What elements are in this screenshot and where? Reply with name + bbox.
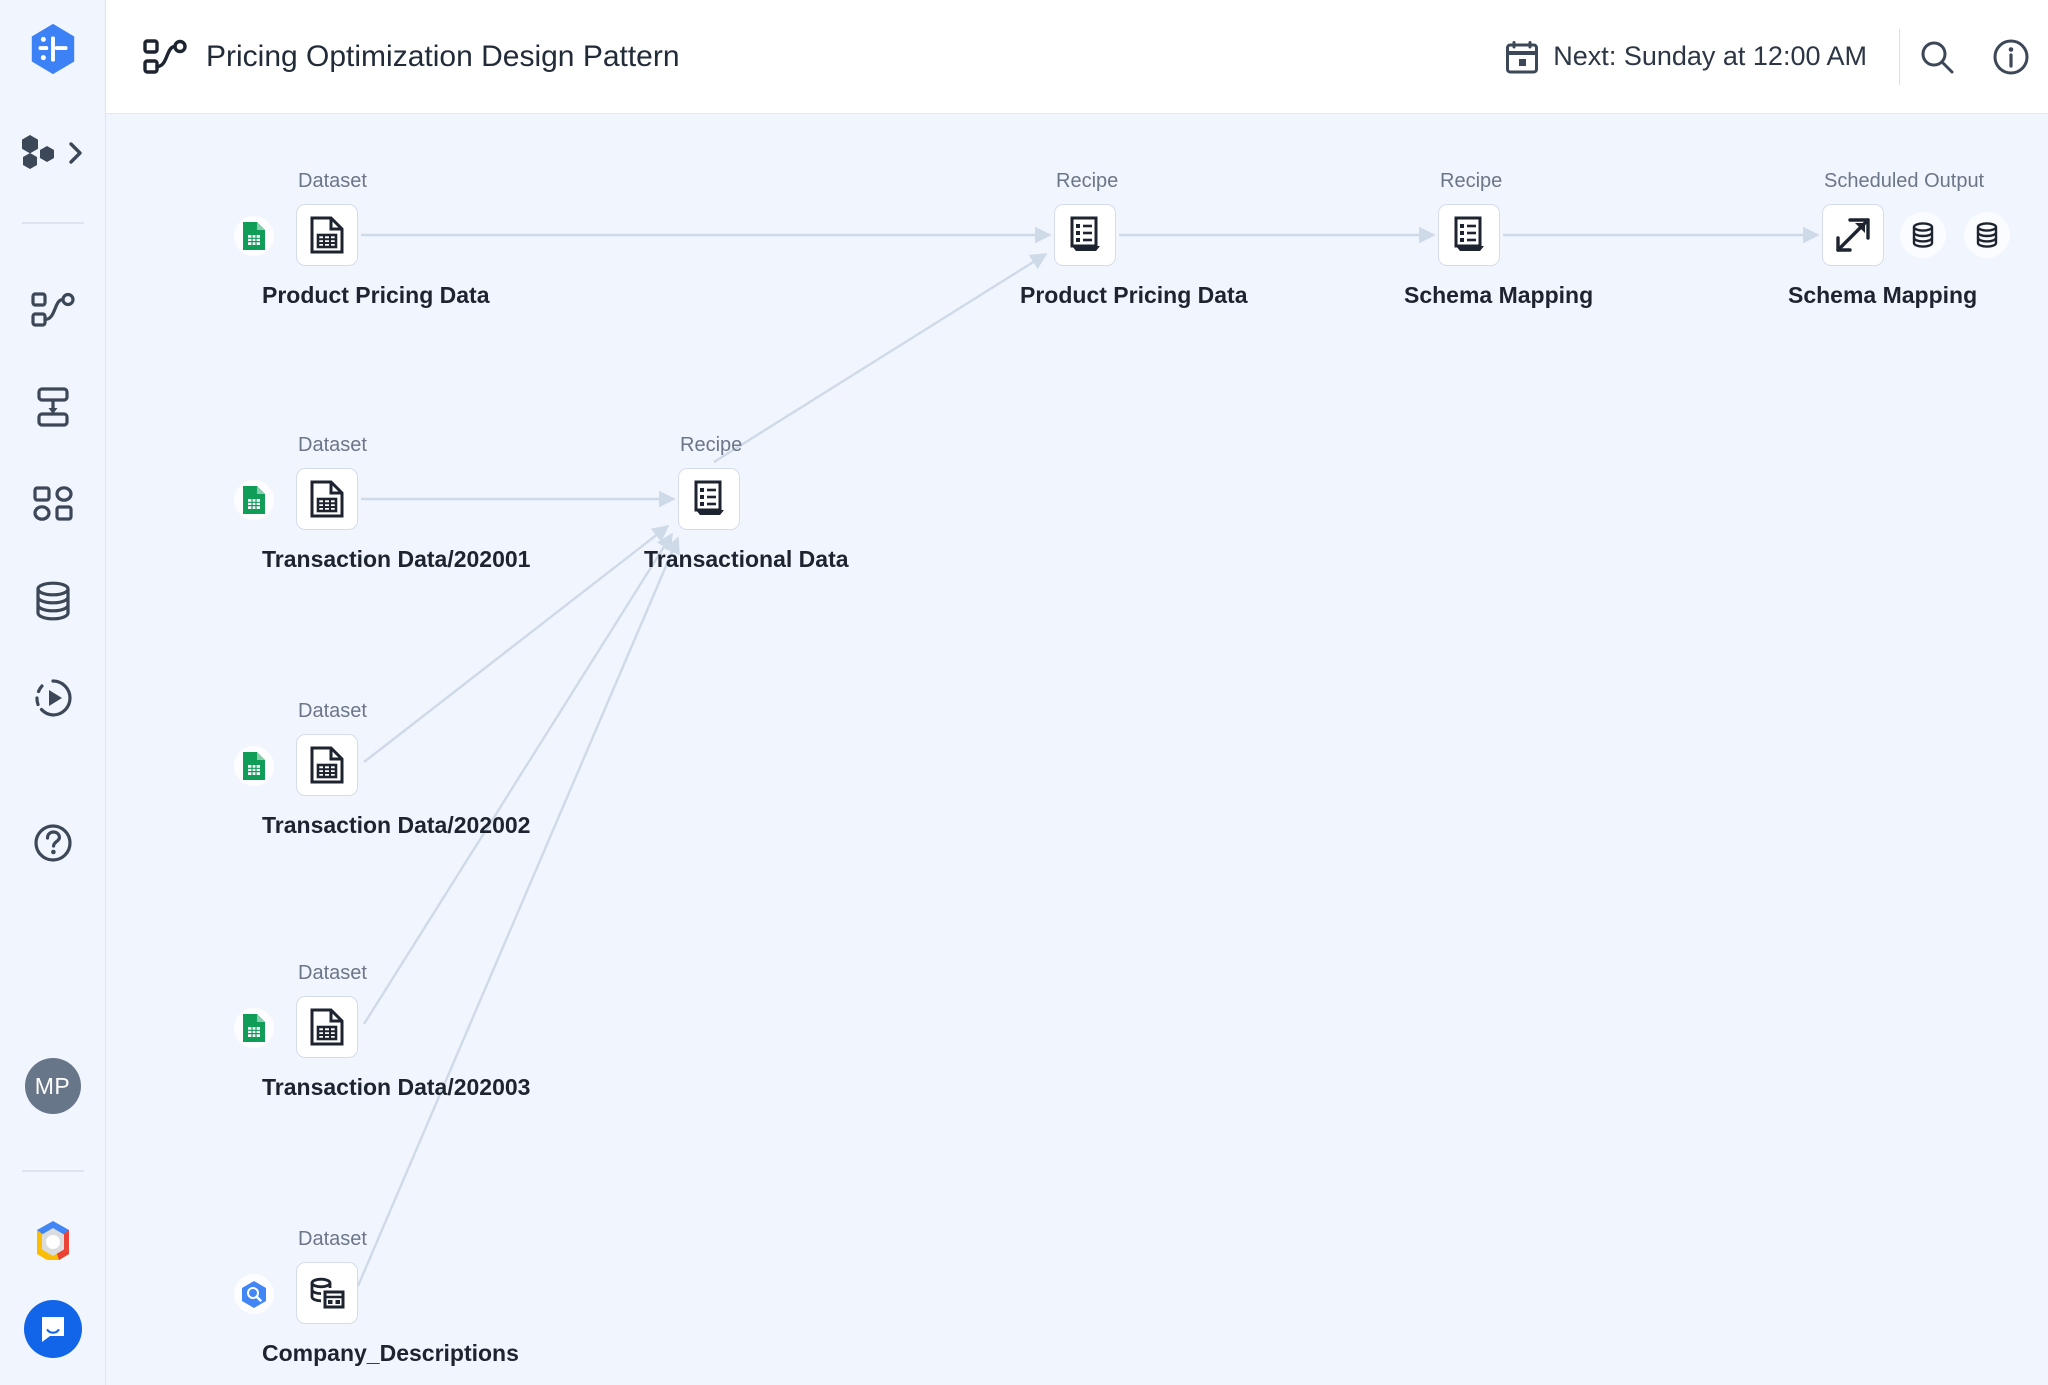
sidebar-item-connections[interactable]	[27, 575, 79, 627]
google-sheets-icon	[234, 216, 274, 256]
dataset-sheet-icon	[310, 480, 344, 518]
dataset-node-button[interactable]	[296, 204, 358, 266]
dataset-node-button[interactable]	[296, 468, 358, 530]
rail-divider-bottom	[21, 1170, 84, 1172]
sidebar-item-plans[interactable]	[27, 478, 79, 530]
google-cloud-logo-icon[interactable]	[29, 1218, 77, 1266]
node-type-label: Dataset	[298, 962, 367, 984]
google-sheets-icon	[234, 746, 274, 786]
database-table-icon	[310, 1277, 345, 1309]
node-type-label: Dataset	[298, 434, 367, 456]
recipe-icon	[1454, 216, 1484, 251]
node-label: Transaction Data/202001	[262, 546, 531, 572]
recipe-icon	[1070, 216, 1100, 251]
info-circle-icon	[1993, 39, 2029, 74]
flow-node: Recipe Pro	[1020, 170, 1247, 308]
left-rail: MP	[0, 0, 106, 1385]
recipe-node-button[interactable]	[1054, 204, 1116, 266]
run-history-icon	[34, 679, 72, 717]
intercom-chat-button[interactable]	[23, 1300, 82, 1358]
arrow-out-icon	[1836, 218, 1870, 252]
node-label: Transaction Data/202002	[262, 812, 531, 838]
sidebar-item-help[interactable]	[27, 817, 79, 869]
flow-node: Dataset	[234, 962, 530, 1100]
node-type-label: Scheduled Output	[1824, 170, 1985, 192]
recipe-icon	[694, 480, 724, 515]
search-button[interactable]	[1900, 20, 1974, 94]
schedule-text: Next: Sunday at 12:00 AM	[1553, 41, 1867, 71]
intercom-chat-icon	[41, 1317, 64, 1342]
flow-pipeline-icon	[30, 292, 75, 327]
node-type-label: Dataset	[298, 170, 367, 192]
project-switcher[interactable]	[0, 130, 105, 176]
database-icon	[35, 581, 70, 621]
recipe-node-button[interactable]	[678, 468, 740, 530]
page-title: Pricing Optimization Design Pattern	[206, 39, 680, 73]
dataset-sheet-icon	[310, 1008, 344, 1046]
rail-nav-list	[27, 284, 79, 869]
node-label: Product Pricing Data	[262, 282, 490, 308]
flow-node: Dataset	[234, 1228, 519, 1366]
node-type-label: Dataset	[298, 700, 367, 722]
avatar[interactable]: MP	[24, 1058, 81, 1114]
project-hexagons-icon	[21, 135, 54, 169]
calendar-icon	[1506, 40, 1539, 73]
chevron-right-icon	[68, 142, 82, 164]
schedule-indicator[interactable]: Next: Sunday at 12:00 AM	[1505, 40, 1899, 74]
dataset-node-button[interactable]	[296, 734, 358, 796]
publish-target-2[interactable]	[1964, 212, 2010, 258]
node-label: Company_Descriptions	[262, 1340, 519, 1366]
flow-node: Dataset	[234, 434, 530, 572]
avatar-initials: MP	[34, 1072, 71, 1099]
google-sheets-icon	[234, 1008, 274, 1048]
flow-node: Scheduled Output	[1788, 170, 2010, 308]
node-type-label: Recipe	[1440, 170, 1503, 192]
flow-pipeline-icon	[143, 38, 187, 74]
node-label: Schema Mapping	[1788, 282, 1978, 308]
scheduled-output-node-button[interactable]	[1822, 204, 1884, 266]
flow-node: Recipe Sch	[1404, 170, 1593, 308]
flow-node: Recipe Tra	[644, 434, 849, 572]
rail-divider-top	[21, 222, 84, 224]
dataprep-hex-logo-icon[interactable]	[24, 20, 82, 78]
import-deploy-icon	[36, 387, 69, 427]
node-label: Product Pricing Data	[1020, 282, 1248, 308]
node-type-label: Recipe	[680, 434, 743, 456]
flow-node: Dataset	[234, 170, 489, 308]
database-icon	[1976, 222, 1998, 248]
top-bar: Pricing Optimization Design Pattern Next…	[106, 0, 2048, 114]
main-area: Pricing Optimization Design Pattern Next…	[106, 0, 2048, 1385]
dataset-sheet-icon	[310, 746, 344, 784]
recipe-node-button[interactable]	[1438, 204, 1500, 266]
node-label: Transaction Data/202003	[262, 1074, 531, 1100]
flow-canvas[interactable]: Dataset	[106, 114, 2048, 1385]
info-button[interactable]	[1974, 20, 2048, 94]
help-question-icon	[33, 824, 72, 862]
dataset-node-button[interactable]	[296, 996, 358, 1058]
publish-target-1[interactable]	[1900, 212, 1946, 258]
sidebar-item-deployments[interactable]	[27, 381, 79, 433]
dataset-node-button[interactable]	[296, 1262, 358, 1324]
grid-apps-icon	[32, 486, 73, 521]
database-icon	[1912, 222, 1934, 248]
bigquery-icon	[234, 1274, 274, 1314]
google-sheets-icon	[234, 480, 274, 520]
node-label: Schema Mapping	[1404, 282, 1594, 308]
dataset-sheet-icon	[310, 216, 344, 254]
node-type-label: Recipe	[1056, 170, 1119, 192]
toolbar-divider	[1899, 28, 1900, 85]
search-icon	[1921, 41, 1954, 73]
sidebar-item-job-history[interactable]	[27, 672, 79, 724]
node-type-label: Dataset	[298, 1228, 367, 1250]
node-label: Transactional Data	[644, 546, 849, 572]
flow-node: Dataset	[234, 700, 530, 838]
sidebar-item-flows[interactable]	[27, 284, 79, 336]
